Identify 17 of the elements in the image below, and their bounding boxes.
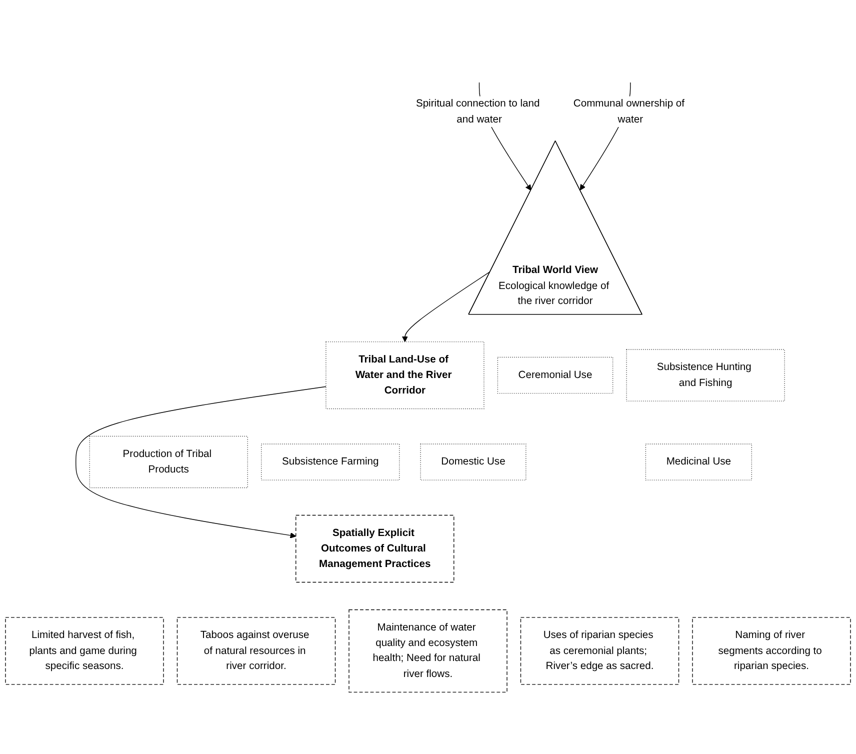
node-box: Production of Tribal Products: [89, 436, 248, 488]
edge-label: Spiritual connection to land and water: [416, 98, 540, 125]
node-box: Limited harvest of fish, plants and game during specific seasons.: [5, 617, 164, 685]
edge-label: Communal ownership of water: [573, 98, 685, 125]
node-box: Subsistence Farming: [261, 444, 400, 480]
node-box: Spatially Explicit Outcomes of Cultural Management Practices: [296, 514, 454, 583]
arrow: [402, 271, 491, 342]
node-box: Subsistence Hunting and Fishing: [626, 349, 785, 402]
node-box: Uses of riparian species as ceremonial plants; River’s edge as sacred.: [520, 617, 680, 685]
node-box: Medicinal Use: [645, 444, 752, 480]
node-box: Ceremonial Use: [497, 356, 614, 394]
node-box: Domestic Use: [420, 444, 526, 480]
node-box: Naming of river segments according to riparian species.: [692, 617, 851, 685]
node-box: Taboos against overuse of natural resources in river corridor.: [176, 617, 336, 685]
node-box: Tribal Land-Use of Water and the River Corridor: [326, 341, 484, 410]
arrow: [76, 386, 326, 538]
node-box: Maintenance of water quality and ecosystem health; Need for natural river flows.: [348, 609, 508, 692]
